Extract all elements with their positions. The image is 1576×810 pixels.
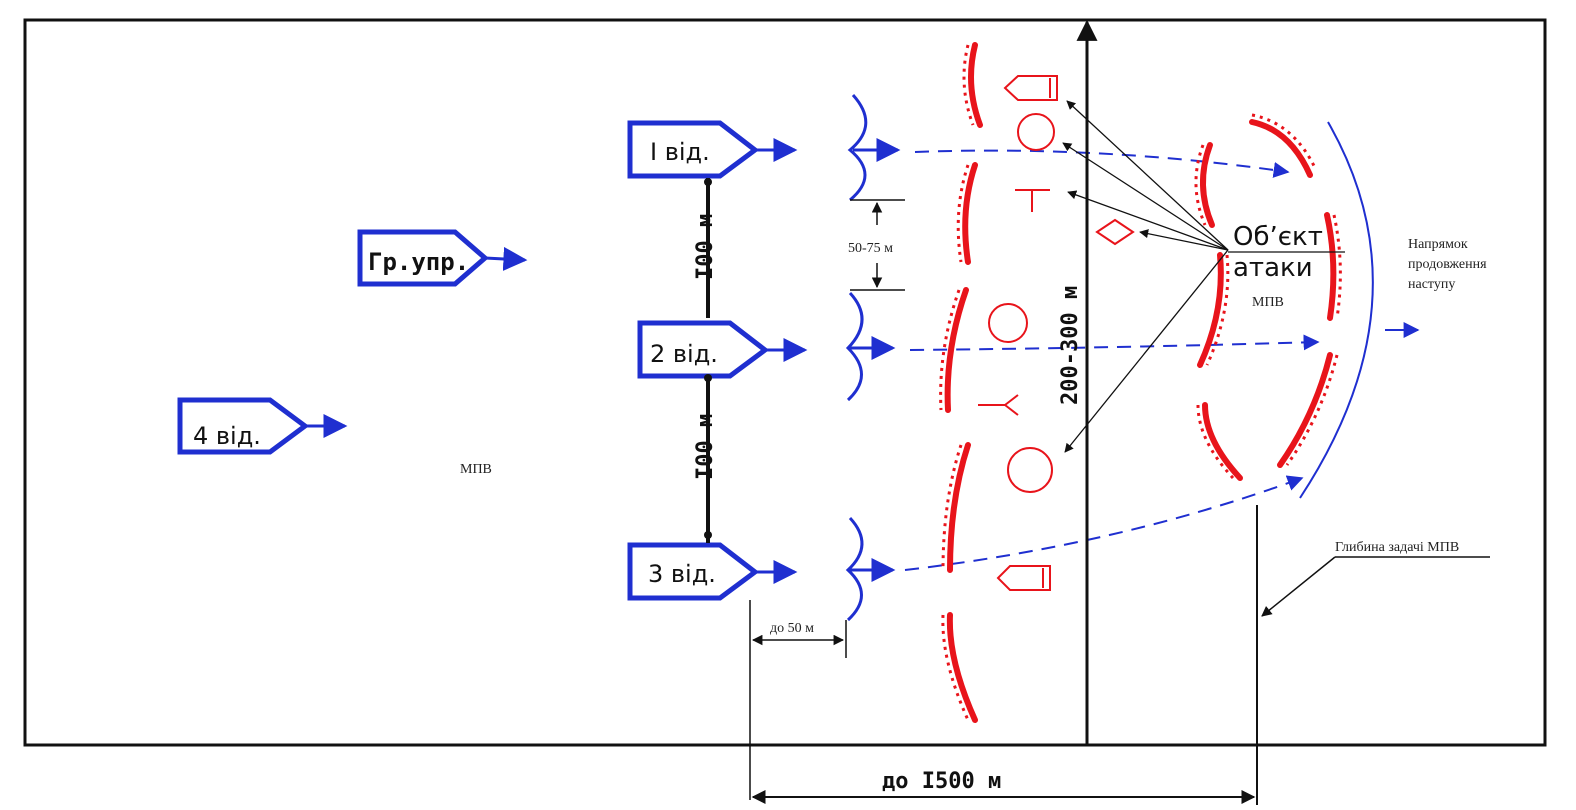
attack-chain-1 (847, 93, 901, 202)
squad-2-label: 2 від. (650, 340, 718, 368)
enemy-tank-icon-top (1003, 75, 1058, 101)
squad-2-symbol: 2 від. (637, 320, 808, 379)
objective-label-line1: Об’єкт (1233, 222, 1323, 252)
direction-label-line2: продовження (1408, 257, 1487, 272)
enemy-trench-ticks (939, 44, 1342, 721)
diagram-frame (23, 18, 1547, 747)
enemy-trench-line (944, 42, 1337, 723)
command-group-symbol: Гр.упр. (357, 229, 528, 287)
objective-label-line2: атаки (1233, 253, 1313, 283)
enemy-t-symbol (1015, 189, 1050, 212)
squad-spacing-line (704, 178, 712, 543)
chain-gap-label: 50-75 м (848, 241, 893, 256)
command-group-label: Гр.упр. (368, 248, 469, 276)
attack-chain-3 (845, 516, 896, 622)
squad-4-label: 4 від. (193, 422, 261, 450)
direction-label-line3: наступу (1408, 277, 1455, 292)
objective-pointer-arrows (1062, 100, 1345, 453)
enemy-y-symbol (978, 394, 1019, 416)
attack-axes (904, 149, 1320, 571)
squad-1-label: I від. (650, 138, 710, 166)
squad-4-symbol: 4 від. (177, 397, 348, 455)
task-depth-callout (1261, 556, 1490, 617)
attack-chain-2 (845, 291, 896, 402)
mpv-label-left: МПВ (460, 462, 492, 477)
squad-1-symbol: I від. (627, 120, 798, 179)
enemy-circle-1 (1017, 113, 1055, 151)
to-line-dimension (749, 600, 847, 800)
task-depth-label: Глибина задачі МПВ (1335, 540, 1459, 555)
enemy-tank-icon-bottom (996, 565, 1051, 591)
enemy-diamond-icon (1095, 218, 1135, 246)
enemy-circle-2 (988, 303, 1028, 343)
total-depth-label: до I500 м (882, 769, 1001, 794)
to-line-label: до 50 м (770, 621, 814, 636)
spacing-2-3-label: I00 м (693, 414, 718, 480)
spacing-1-2-label: I00 м (693, 214, 718, 280)
squad-3-label: 3 від. (648, 560, 716, 588)
chain-gap-dimension (850, 199, 905, 291)
front-width-label: 200-300 м (1058, 286, 1083, 405)
mpv-label-right: МПВ (1252, 295, 1284, 310)
enemy-circle-3 (1007, 447, 1053, 493)
squad-3-symbol: 3 від. (627, 542, 798, 601)
direction-label-line1: Напрямок (1408, 237, 1468, 252)
total-depth-dimension (751, 505, 1258, 805)
continuation-arc (1299, 121, 1374, 499)
